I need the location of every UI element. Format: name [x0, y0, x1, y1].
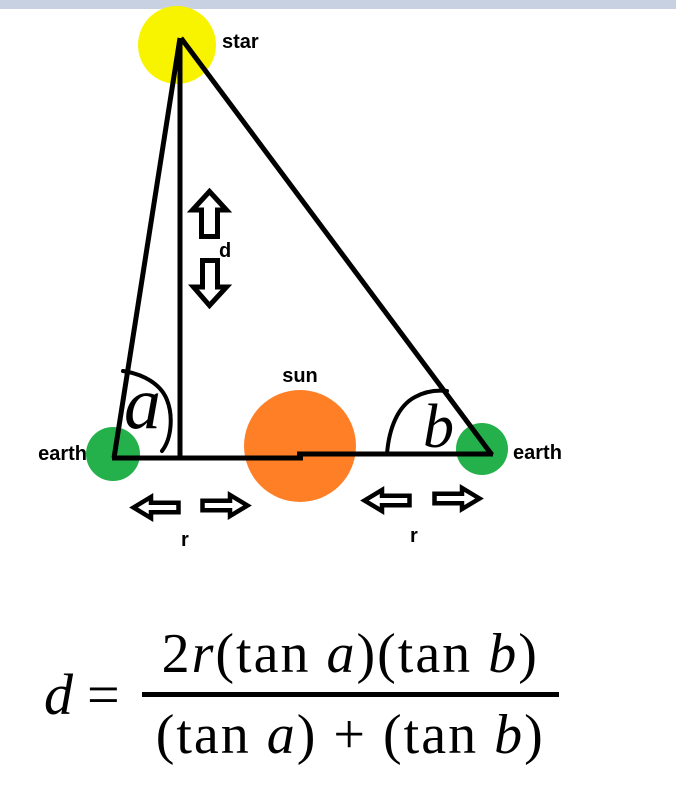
up-arrow-icon — [186, 187, 233, 239]
angle-a-label: a — [124, 363, 161, 445]
right-arrow-icon — [432, 484, 484, 513]
down-arrow-icon — [188, 258, 233, 310]
right-arrow-icon — [200, 491, 252, 520]
angle-a-arc — [121, 369, 173, 453]
fraction-bar — [141, 692, 559, 697]
radius-right-label: r — [410, 525, 418, 547]
titlebar-strip — [0, 0, 676, 9]
denominator-a: a — [266, 704, 297, 766]
left-arrow-icon — [360, 486, 412, 515]
denominator-b: b — [494, 704, 525, 766]
denominator-middle: ) + (tan — [296, 704, 495, 766]
numerator-a: a — [326, 623, 357, 685]
sun-circle — [244, 390, 356, 502]
denominator-close-paren: ) — [524, 704, 545, 766]
formula-denominator: (tan a) + (tan b) — [142, 697, 559, 767]
parallax-diagram: star sun earth earth d r r a b — [38, 6, 562, 551]
numerator-b: b — [488, 623, 519, 685]
formula-fraction: 2r(tan a)(tan b) (tan a) + (tan b) — [141, 622, 559, 767]
sun-label: sun — [282, 365, 318, 387]
formula-lhs: d = — [44, 661, 120, 728]
left-arrow-icon — [129, 493, 181, 522]
angle-b-label: b — [423, 393, 454, 461]
earth-right-circle — [456, 423, 508, 475]
triangle-right-side-line — [178, 36, 495, 457]
earth-right-label: earth — [513, 442, 562, 464]
triangle-left-side-line — [111, 37, 183, 459]
parallax-formula: d = 2r(tan a)(tan b) (tan a) + (tan b) — [44, 622, 559, 767]
numerator-open-tan: (tan — [215, 623, 327, 685]
earth-left-label: earth — [38, 443, 87, 465]
formula-numerator: 2r(tan a)(tan b) — [148, 622, 553, 692]
angle-b-arc — [385, 388, 449, 456]
numerator-close-paren: ) — [518, 623, 539, 685]
numerator-middle-tan: )(tan — [356, 623, 489, 685]
numerator-coefficient: 2 — [161, 623, 192, 685]
numerator-r: r — [191, 623, 216, 685]
star-label: star — [222, 31, 259, 53]
distance-label: d — [219, 240, 231, 262]
denominator-open-tan: (tan — [155, 704, 267, 766]
radius-left-label: r — [181, 529, 189, 551]
formula-equals-sign: = — [87, 662, 120, 727]
formula-d: d — [44, 662, 73, 727]
